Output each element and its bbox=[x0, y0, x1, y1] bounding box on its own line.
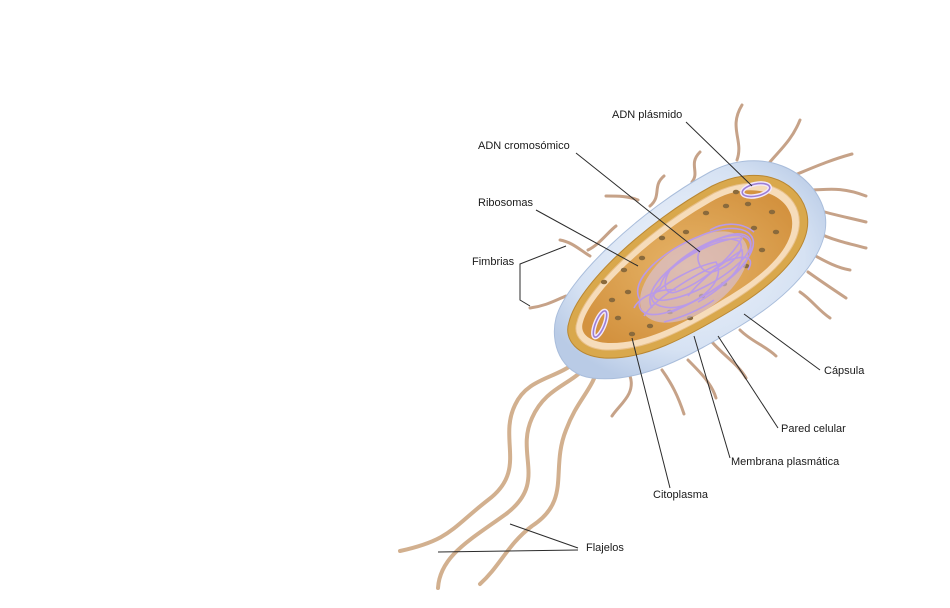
chromosomal-dna bbox=[633, 223, 755, 323]
label-fimbriae: Fimbrias bbox=[472, 256, 515, 268]
label-plasmid-dna: ADN plásmido bbox=[612, 109, 683, 121]
label-plasma-membrane: Membrana plasmática bbox=[731, 456, 840, 468]
flagella bbox=[398, 348, 602, 590]
leader-lines bbox=[437, 121, 821, 553]
label-chromosomal-dna: ADN cromosómico bbox=[478, 140, 570, 152]
label-capsule: Cápsula bbox=[824, 365, 865, 377]
label-flagella: Flajelos bbox=[586, 542, 624, 554]
label-cytoplasm: Citoplasma bbox=[653, 489, 709, 501]
label-ribosomes: Ribosomas bbox=[478, 197, 534, 209]
label-cell-wall: Pared celular bbox=[781, 423, 846, 435]
plasmid-dna bbox=[591, 181, 773, 340]
